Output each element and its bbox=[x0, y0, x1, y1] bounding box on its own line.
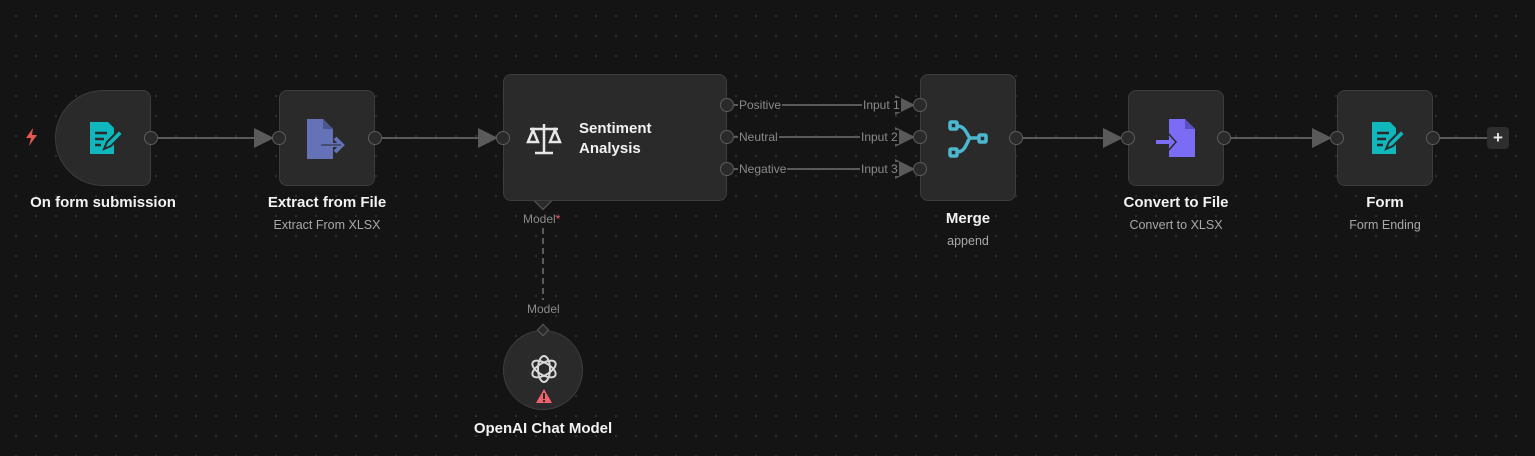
node-on-form-submission[interactable] bbox=[55, 90, 151, 186]
node-title: Convert to File bbox=[1123, 194, 1229, 211]
node-title: Merge bbox=[945, 210, 991, 227]
extract-input-handle[interactable] bbox=[272, 131, 286, 145]
file-export-icon bbox=[307, 119, 345, 159]
node-merge[interactable] bbox=[920, 74, 1016, 201]
form-icon bbox=[1372, 122, 1406, 154]
output-label-negative: Negative bbox=[738, 162, 788, 176]
node-title: On form submission bbox=[30, 194, 176, 211]
node-extract-from-file[interactable] bbox=[279, 90, 375, 186]
node-subtitle: Form Ending bbox=[1349, 218, 1421, 232]
model-port-label: Model* bbox=[523, 212, 561, 226]
form-output-handle[interactable] bbox=[1426, 131, 1440, 145]
node-title: Form bbox=[1366, 194, 1404, 211]
output-handle-negative[interactable] bbox=[720, 162, 734, 176]
merge-input-handle-2[interactable] bbox=[913, 130, 927, 144]
form-icon bbox=[90, 122, 124, 154]
trigger-output-handle[interactable] bbox=[144, 131, 158, 145]
add-node-button[interactable]: + bbox=[1487, 127, 1509, 149]
openai-port-label: Model bbox=[527, 302, 560, 316]
output-handle-neutral[interactable] bbox=[720, 130, 734, 144]
node-sentiment-analysis[interactable]: Sentiment Analysis bbox=[503, 74, 727, 201]
input-label-1: Input 1 bbox=[862, 98, 901, 112]
output-label-positive: Positive bbox=[738, 98, 783, 112]
input-label-2: Input 2 bbox=[860, 130, 899, 144]
merge-icon bbox=[948, 120, 988, 158]
node-openai-chat-model[interactable] bbox=[503, 330, 583, 410]
merge-input-handle-1[interactable] bbox=[913, 98, 927, 112]
node-title: OpenAI Chat Model bbox=[473, 420, 613, 437]
node-subtitle: Convert to XLSX bbox=[1129, 218, 1223, 232]
node-subtitle: append bbox=[947, 234, 989, 248]
merge-input-handle-3[interactable] bbox=[913, 162, 927, 176]
node-convert-to-file[interactable] bbox=[1128, 90, 1224, 186]
output-label-neutral: Neutral bbox=[738, 130, 779, 144]
node-title-line1: Sentiment bbox=[579, 120, 652, 137]
form-input-handle[interactable] bbox=[1330, 131, 1344, 145]
convert-output-handle[interactable] bbox=[1217, 131, 1231, 145]
lightning-bolt-icon bbox=[26, 128, 37, 146]
output-handle-positive[interactable] bbox=[720, 98, 734, 112]
input-label-3: Input 3 bbox=[860, 162, 899, 176]
file-import-icon bbox=[1156, 119, 1195, 157]
warning-icon[interactable] bbox=[535, 388, 553, 404]
scale-icon bbox=[526, 124, 562, 155]
extract-output-handle[interactable] bbox=[368, 131, 382, 145]
merge-output-handle[interactable] bbox=[1009, 131, 1023, 145]
sentiment-input-handle[interactable] bbox=[496, 131, 510, 145]
openai-port-diamond[interactable] bbox=[535, 322, 551, 338]
node-subtitle: Extract From XLSX bbox=[273, 218, 381, 232]
node-title: Extract from File bbox=[267, 194, 387, 211]
openai-icon bbox=[531, 355, 557, 383]
node-form[interactable] bbox=[1337, 90, 1433, 186]
node-title-line2: Analysis bbox=[579, 140, 641, 157]
convert-input-handle[interactable] bbox=[1121, 131, 1135, 145]
